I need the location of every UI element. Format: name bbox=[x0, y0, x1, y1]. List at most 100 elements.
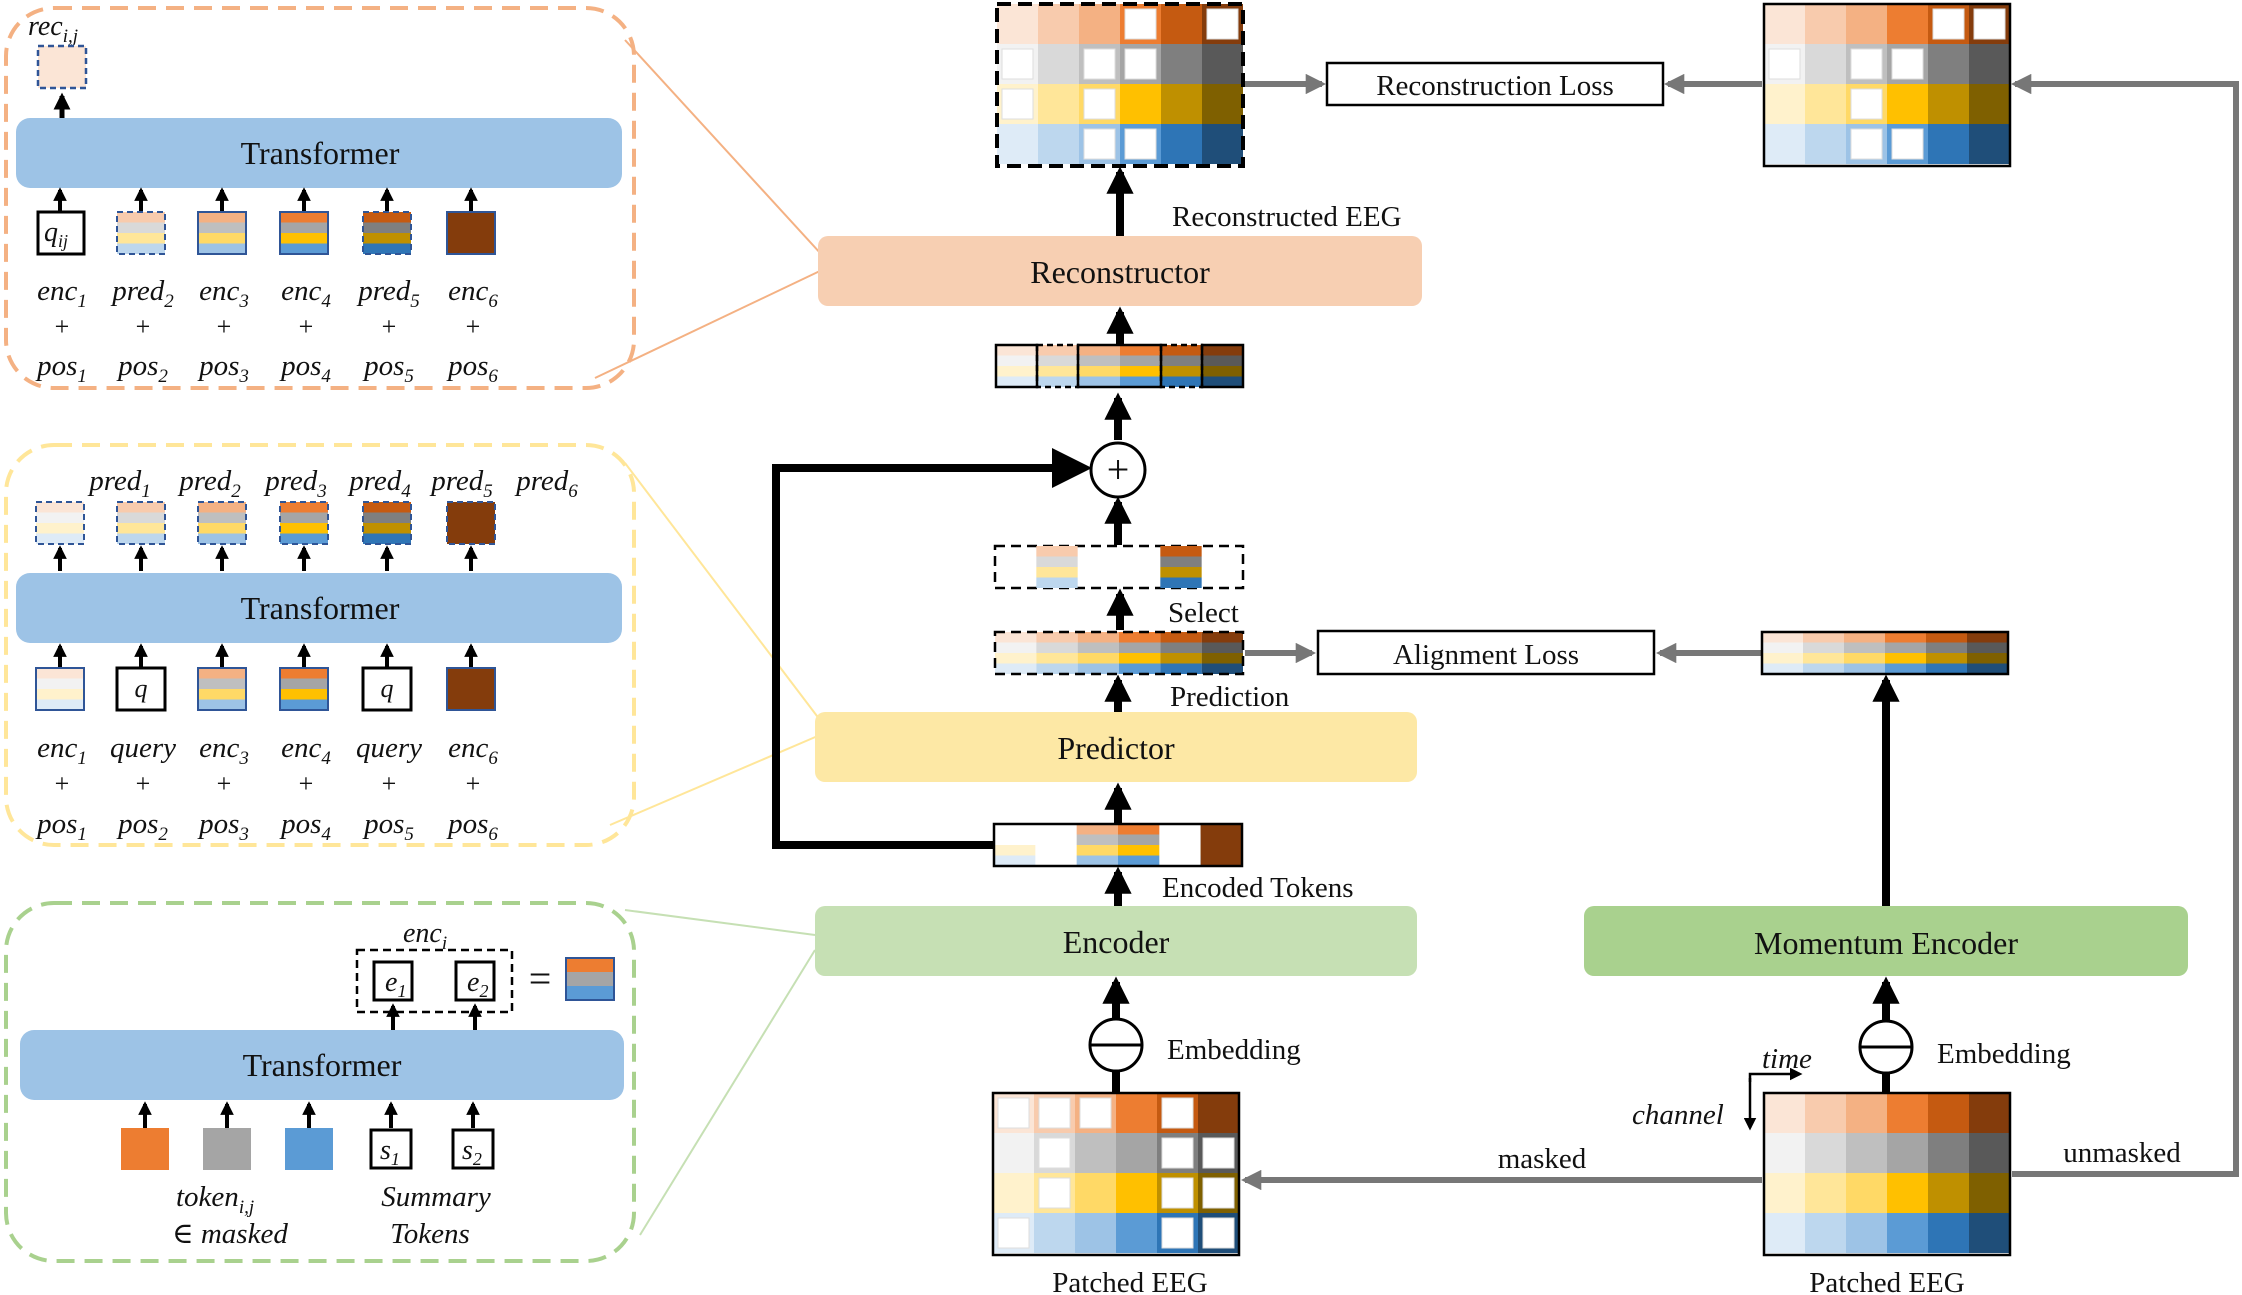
token-band bbox=[363, 502, 411, 513]
masked-cell bbox=[1768, 48, 1801, 80]
masked-token-gray bbox=[203, 1128, 251, 1170]
grid-cell bbox=[1887, 1213, 1928, 1253]
grid-cell bbox=[1034, 1213, 1075, 1253]
grid-cell bbox=[1764, 4, 1805, 44]
strip-cell bbox=[1926, 642, 1967, 653]
masked-cell bbox=[1001, 48, 1034, 80]
strip-cell bbox=[1160, 577, 1202, 588]
grid-cell bbox=[1846, 1093, 1887, 1133]
grid-cell bbox=[1969, 1213, 2010, 1253]
pred-transformer-label: Transformer bbox=[241, 590, 400, 626]
strip-cell bbox=[995, 653, 1037, 664]
masked-cell bbox=[1850, 48, 1883, 80]
grid-cell bbox=[1038, 4, 1079, 44]
strip-cell bbox=[1036, 546, 1078, 557]
predictor-block bbox=[815, 712, 1417, 782]
pred-transformer bbox=[16, 573, 622, 643]
token-band bbox=[117, 502, 165, 513]
token-label: pos6 bbox=[446, 808, 498, 845]
embedding-left-label: Embedding bbox=[1167, 1034, 1301, 1066]
grid-cell bbox=[1805, 1093, 1846, 1133]
rec-output-label: reci,j bbox=[28, 11, 78, 47]
reconstructed-eeg-label: Reconstructed EEG bbox=[1172, 201, 1402, 233]
grid-cell bbox=[1846, 1213, 1887, 1253]
strip-cell bbox=[1844, 632, 1885, 643]
masked-cell bbox=[997, 1217, 1030, 1249]
masked-cell bbox=[1038, 1097, 1071, 1129]
token-band bbox=[198, 212, 246, 223]
strip-cell bbox=[1076, 834, 1118, 845]
grid-cell bbox=[1075, 1213, 1116, 1253]
momentum-encoder-block bbox=[1584, 906, 2188, 976]
strip-cell bbox=[1078, 366, 1120, 377]
prediction-token-strip bbox=[995, 632, 1243, 674]
svg-text:e1: e1 bbox=[385, 967, 406, 1001]
strip-cell bbox=[1844, 653, 1885, 664]
plus-sign: + bbox=[217, 769, 232, 798]
e2-box bbox=[454, 960, 496, 1002]
svg-text:s2: s2 bbox=[462, 1135, 482, 1169]
grid-cell bbox=[1805, 1133, 1846, 1173]
prediction-label: Prediction bbox=[1170, 681, 1290, 713]
token-band bbox=[36, 523, 84, 534]
strip-cell bbox=[1078, 376, 1120, 387]
token-band bbox=[198, 523, 246, 534]
grid-cell bbox=[1075, 1173, 1116, 1213]
grid-cell bbox=[1764, 1173, 1805, 1213]
token-band bbox=[36, 689, 84, 700]
token-band bbox=[198, 512, 246, 523]
plus-sign: + bbox=[466, 312, 481, 341]
grid-cell bbox=[1202, 124, 1243, 164]
token-band bbox=[280, 533, 328, 544]
select-label: Select bbox=[1168, 597, 1239, 629]
strip-cell bbox=[1037, 366, 1079, 377]
grid-cell bbox=[1161, 124, 1202, 164]
token-band bbox=[198, 689, 246, 700]
token-label: pos4 bbox=[279, 808, 331, 845]
combined-token-strip bbox=[994, 343, 1245, 389]
masked-cell bbox=[1850, 128, 1883, 160]
strip-cell bbox=[1202, 376, 1244, 387]
token-band bbox=[198, 533, 246, 544]
grid-cell bbox=[1846, 4, 1887, 44]
strip-cell bbox=[1926, 632, 1967, 643]
strip-cell bbox=[1119, 653, 1161, 664]
token-band bbox=[363, 233, 411, 244]
reconstructor-block bbox=[818, 236, 1422, 306]
token-band bbox=[198, 678, 246, 689]
strip-cell bbox=[1037, 355, 1079, 366]
strip-cell bbox=[1036, 556, 1078, 567]
token-band bbox=[280, 699, 328, 710]
strip-cell bbox=[1118, 834, 1160, 845]
reconstructed-eeg-grid bbox=[997, 4, 1243, 164]
strip-cell bbox=[995, 632, 1037, 643]
token-band bbox=[280, 668, 328, 679]
token-label: pos3 bbox=[197, 350, 249, 387]
encoded-token-strip bbox=[994, 824, 1242, 866]
masked-label: masked bbox=[1498, 1143, 1587, 1175]
plus-sign: + bbox=[136, 769, 151, 798]
strip-cell bbox=[1844, 663, 1885, 674]
strip-cell bbox=[1803, 632, 1844, 643]
grid-cell bbox=[1887, 1093, 1928, 1133]
strip-cell bbox=[1119, 663, 1161, 674]
strip-cell bbox=[1201, 632, 1243, 643]
grid-cell bbox=[1928, 84, 1969, 124]
svg-text:s1: s1 bbox=[380, 1135, 400, 1169]
token-band bbox=[363, 523, 411, 534]
grid-cell bbox=[1887, 84, 1928, 124]
strip-cell bbox=[1202, 355, 1244, 366]
strip-cell bbox=[1076, 855, 1118, 866]
strip-cell bbox=[1926, 663, 1967, 674]
strip-cell bbox=[996, 355, 1038, 366]
strip-cell bbox=[1803, 653, 1844, 664]
momentum-encoder-label: Momentum Encoder bbox=[1754, 925, 2018, 961]
enc-result-token bbox=[565, 957, 615, 1001]
token-label: pred1 bbox=[87, 465, 151, 502]
grid-cell bbox=[1805, 4, 1846, 44]
token-band bbox=[117, 212, 165, 223]
grid-cell bbox=[1805, 44, 1846, 84]
selected-token-strip bbox=[1036, 546, 1202, 588]
token-label: pos3 bbox=[197, 808, 249, 845]
